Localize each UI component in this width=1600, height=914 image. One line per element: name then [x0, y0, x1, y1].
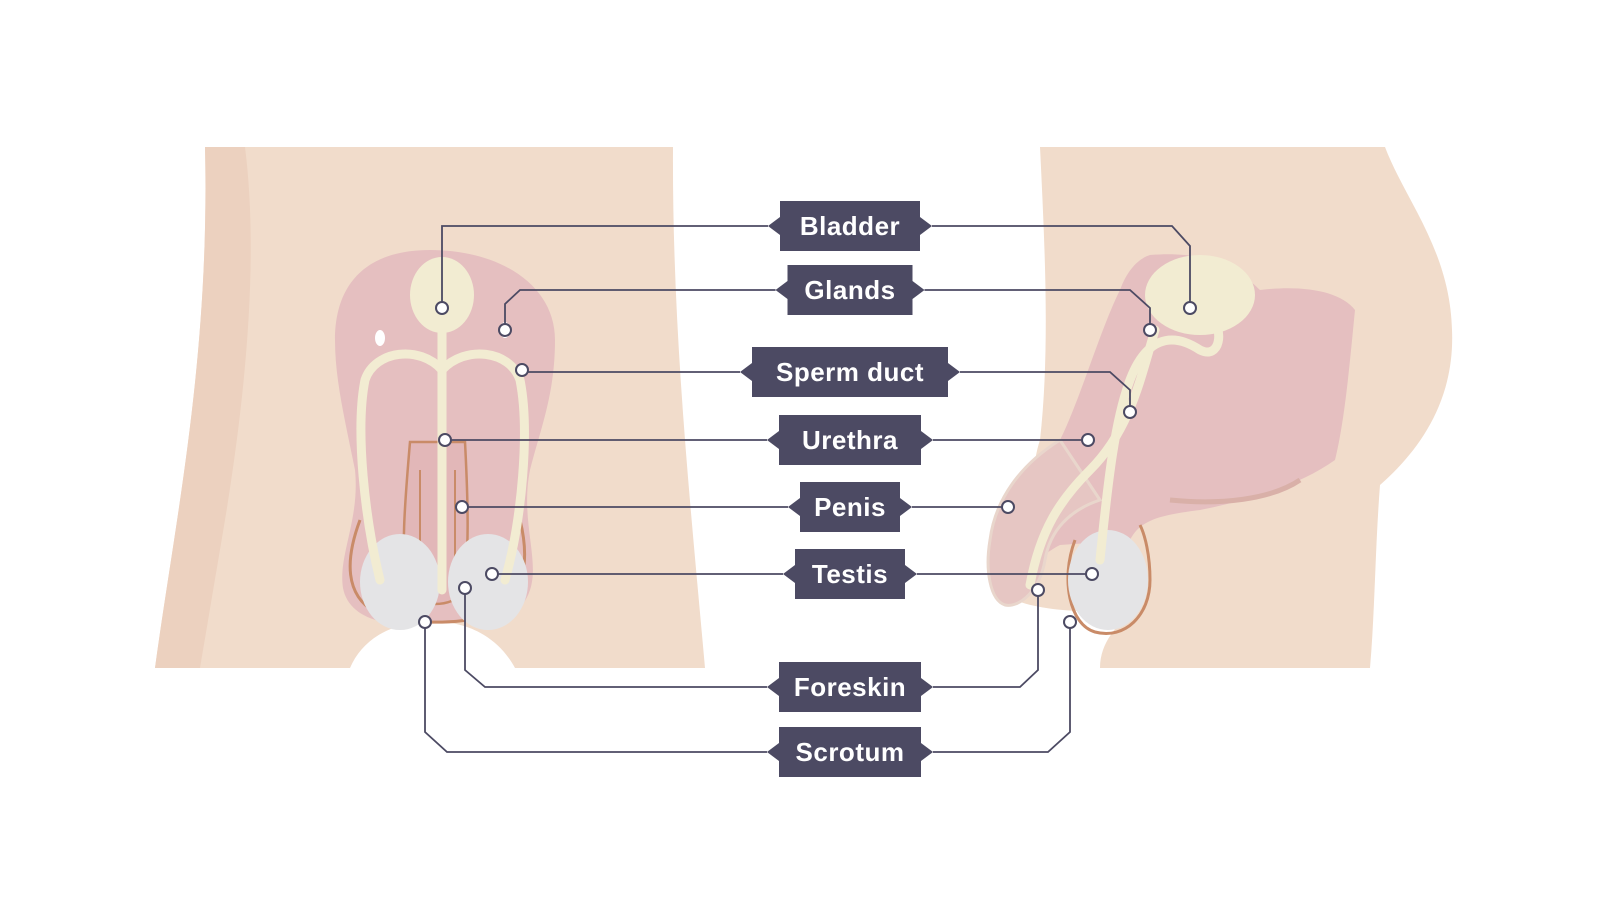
urethra-pointer-left: [438, 433, 452, 447]
foreskin-label: Foreskin: [767, 662, 933, 712]
scrotum-label: Scrotum: [767, 727, 933, 777]
bladder-label-text: Bladder: [800, 211, 900, 241]
sperm-duct-pointer-left: [515, 363, 529, 377]
penis-label-text: Penis: [814, 492, 886, 522]
front-left-testis: [360, 534, 440, 630]
urethra-label-box: [767, 415, 933, 465]
scrotum-pointer-right: [1063, 615, 1077, 629]
testis-label: Testis: [783, 549, 917, 599]
bladder-pointer-left: [435, 301, 449, 315]
glands-label: Glands: [775, 265, 925, 315]
side-bowel-line: [1169, 477, 1302, 505]
side-testis: [1068, 530, 1148, 630]
sperm-duct-label: Sperm duct: [740, 347, 960, 397]
side-penis: [986, 437, 1103, 607]
side-scrotum-edge: [1066, 524, 1152, 635]
testis-label-box: [783, 549, 917, 599]
penis-label: Penis: [788, 482, 912, 532]
bladder-pointer-right: [1183, 301, 1197, 315]
urethra-pointer-right: [1081, 433, 1095, 447]
urethra-label-text: Urethra: [802, 425, 898, 455]
scrotum-label-box: [767, 727, 933, 777]
leader-lines: [418, 225, 1197, 753]
foreskin-label-text: Foreskin: [794, 672, 906, 702]
glands-pointer-right: [1143, 323, 1157, 337]
sperm-duct-leader-right: [960, 371, 1131, 412]
foreskin-pointer-right: [1031, 583, 1045, 597]
front-body-shade: [155, 147, 251, 668]
testis-pointer-right: [1085, 567, 1099, 581]
side-view-illustration: [986, 147, 1453, 668]
foreskin-leader-left: [464, 588, 767, 688]
sperm-duct-label-box: [740, 347, 960, 397]
scrotum-pointer-left: [418, 615, 432, 629]
foreskin-label-box: [767, 662, 933, 712]
penis-pointer-left: [455, 500, 469, 514]
urethra-label: Urethra: [767, 415, 933, 465]
penis-label-box: [788, 482, 912, 532]
penis-pointer-right: [1001, 500, 1015, 514]
foreskin-leader-right: [933, 590, 1039, 688]
bladder-leader-left: [441, 225, 768, 308]
sperm-duct-pointer-right: [1123, 405, 1137, 419]
glands-pointer-left: [498, 323, 512, 337]
side-bladder: [1145, 255, 1255, 335]
bladder-label-box: [768, 201, 932, 251]
scrotum-label-text: Scrotum: [796, 737, 905, 767]
glands-leader-left: [504, 289, 776, 330]
front-gland-left: [375, 330, 385, 346]
glands-leader-right: [924, 289, 1151, 330]
foreskin-pointer-left: [458, 581, 472, 595]
bladder-leader-right: [932, 225, 1191, 308]
side-organ-region: [990, 254, 1355, 601]
glands-label-box: [775, 265, 925, 315]
bladder-label: Bladder: [768, 201, 932, 251]
front-view-illustration: [155, 147, 705, 668]
scrotum-leader-left: [424, 622, 767, 753]
side-urethra: [1025, 325, 1160, 590]
testis-label-text: Testis: [812, 559, 888, 589]
scrotum-leader-right: [933, 622, 1071, 753]
sperm-duct-label-text: Sperm duct: [776, 357, 924, 387]
testis-pointer-left: [485, 567, 499, 581]
glands-label-text: Glands: [804, 275, 895, 305]
